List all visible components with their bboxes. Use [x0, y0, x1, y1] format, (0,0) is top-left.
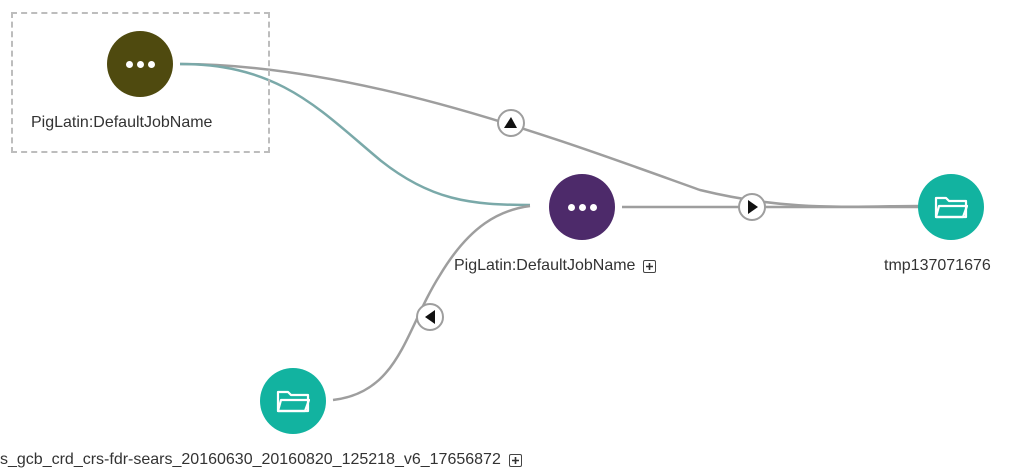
up-arrow-icon[interactable]	[497, 109, 525, 137]
selection-box	[11, 12, 270, 153]
process-label-top: PigLatin:DefaultJobName	[31, 114, 213, 131]
dataset-node-bottom[interactable]	[260, 368, 326, 434]
plus-box-icon[interactable]	[508, 453, 522, 467]
edge-top-to-middle[interactable]	[179, 62, 531, 207]
dataset-node-right[interactable]	[918, 174, 984, 240]
edge-top-to-dataset[interactable]	[179, 62, 921, 208]
folder-icon	[934, 196, 968, 219]
process-label-middle: PigLatin:DefaultJobName	[454, 257, 657, 275]
left-arrow-icon[interactable]	[416, 303, 444, 331]
process-node-middle[interactable]	[549, 174, 615, 240]
folder-icon	[276, 390, 310, 413]
process-node-top[interactable]	[107, 31, 173, 97]
dataset-label-right: tmp137071676	[884, 257, 991, 274]
ellipsis-icon	[125, 60, 155, 68]
plus-box-icon[interactable]	[643, 259, 657, 273]
dataset-label-bottom: s_gcb_crd_crs-fdr-sears_20160630_2016082…	[0, 451, 522, 469]
ellipsis-icon	[567, 203, 597, 211]
edge-bottom-to-middle[interactable]	[332, 204, 531, 402]
right-arrow-icon[interactable]	[738, 193, 766, 221]
